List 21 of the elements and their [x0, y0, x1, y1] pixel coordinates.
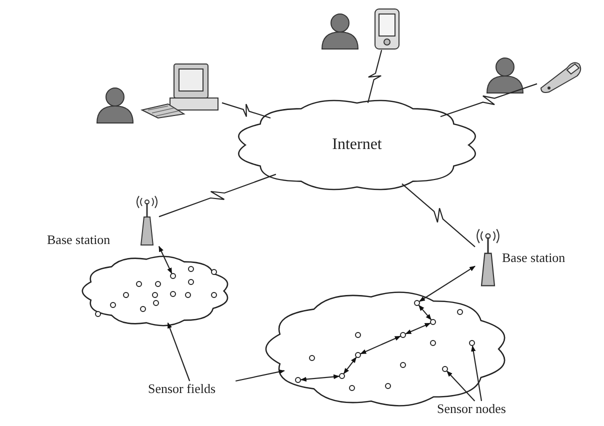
wireless-link — [158, 174, 276, 218]
leader-line — [446, 370, 476, 402]
arrow — [418, 304, 432, 320]
base-station-label: Base station — [47, 232, 110, 248]
callout-label: Sensor fields — [148, 381, 238, 399]
arrow — [158, 246, 172, 274]
wireless-link — [440, 83, 538, 118]
wireless-link — [402, 183, 476, 248]
cloud-label: Internet — [332, 136, 382, 154]
leader-line — [235, 369, 285, 382]
leader-line — [167, 322, 190, 382]
arrow — [419, 266, 476, 302]
wireless-link — [222, 102, 271, 119]
arrow — [360, 336, 401, 354]
wireless-link — [367, 50, 382, 104]
leader-line — [471, 345, 482, 402]
arrow — [343, 356, 357, 374]
arrow — [300, 374, 340, 382]
base-station-label: Base station — [502, 250, 566, 266]
arrow — [405, 322, 431, 334]
callout-label: Sensor nodes — [437, 401, 529, 419]
